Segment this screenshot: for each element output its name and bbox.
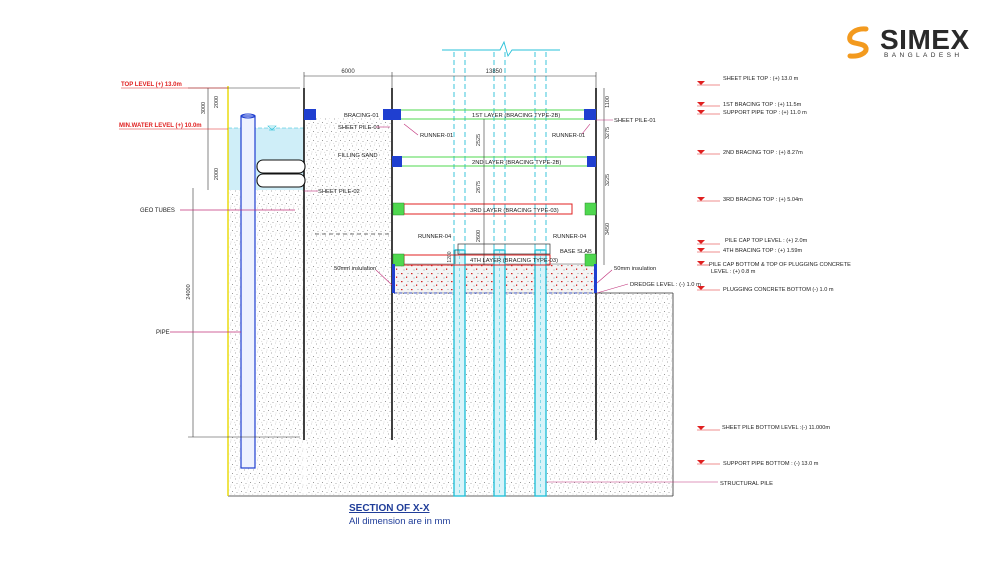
level-plugging-bottom: PLUGGING CONCRETE BOTTOM (-) 1.0 m — [723, 287, 834, 293]
dim-width-left: 6000 — [341, 69, 355, 75]
base-slab-label: BASE SLAB — [560, 249, 592, 255]
runner04-left-label: RUNNER-04 — [418, 234, 452, 240]
level-annotations: SHEET PILE TOP : (+) 13.0 m 1ST BRACING … — [697, 76, 851, 467]
level-pile-cap-bottom-value: LEVEL : (+) 0.8 m — [711, 269, 756, 275]
level-4th-bracing-top: 4TH BRACING TOP : (+) 1.59m — [723, 248, 802, 254]
sheet-pile-01-left-label: SHEET PILE-01 — [338, 125, 380, 131]
brand-logo: SIMEX BANGLADESH — [842, 24, 982, 64]
layer2-label: 2ND LAYER (BRACING TYPE-2B) — [472, 160, 561, 166]
level-3rd-bracing-top: 3RD BRACING TOP : (+) 5.04m — [723, 197, 803, 203]
dim-width-right: 13850 — [486, 69, 503, 75]
level-pile-cap-bottom: PILE CAP BOTTOM & TOP OF PLUGGING CONCRE… — [709, 262, 851, 268]
break-line — [442, 40, 560, 58]
section-note: All dimension are in mm — [349, 516, 451, 527]
layer3-label: 3RD LAYER (BRACING TYPE-03) — [470, 208, 559, 214]
runner04-right-label: RUNNER-04 — [553, 234, 587, 240]
runner01-left-label: RUNNER-01 — [420, 133, 453, 139]
pipe-label: PIPE — [156, 330, 170, 336]
geo-tubes-label: GEO TUBES — [140, 208, 175, 214]
dim-2000-a: 2000 — [214, 96, 220, 108]
sheet-pile-01-right-label: SHEET PILE-01 — [614, 118, 656, 124]
dim-3275: 3275 — [605, 127, 611, 139]
level-1st-bracing-top: 1ST BRACING TOP : (+) 11.5m — [723, 102, 802, 108]
insulation-left-label: 50mm insulation — [334, 266, 376, 272]
inner-annotations: BRACING-01 SHEET PILE-01 FILLING SAND SH… — [304, 113, 773, 487]
dredge-level-label: DREDGE LEVEL : (-) 1.0 m — [630, 282, 701, 288]
dim-2600: 2600 — [476, 230, 482, 242]
structural-pile-label: STRUCTURAL PILE — [720, 481, 773, 487]
level-sheet-pile-top: SHEET PILE TOP : (+) 13.0 m — [723, 76, 799, 82]
layer4-label: 4TH LAYER (BRACING TYPE-03) — [470, 258, 558, 264]
filling-sand-label: FILLING SAND — [338, 153, 378, 159]
sheet-pile-02-label: SHEET PILE-02 — [318, 189, 360, 195]
section-title: SECTION OF X-X — [349, 503, 430, 514]
dim-24000: 24000 — [186, 284, 192, 299]
dim-2525: 2525 — [476, 134, 482, 146]
insulation-right-label: 50mm insulation — [614, 266, 656, 272]
dimensions — [188, 72, 605, 438]
brand-subtitle: BANGLADESH — [884, 52, 963, 59]
layer1-label: 1ST LAYER (BRACING TYPE-2B) — [472, 113, 560, 119]
level-support-pipe-top: SUPPORT PIPE TOP : (+) 11.0 m — [723, 110, 807, 116]
level-2nd-bracing-top: 2ND BRACING TOP : (+) 8.27m — [723, 150, 803, 156]
runner01-right-label: RUNNER-01 — [552, 133, 585, 139]
dim-3225: 3225 — [605, 174, 611, 186]
bracing01-label: BRACING-01 — [344, 113, 379, 119]
dim-3000: 3000 — [201, 102, 207, 114]
dim-2675: 2675 — [476, 181, 482, 193]
support-pipes — [453, 52, 547, 250]
bracing-layers — [304, 109, 597, 293]
structural-piles — [453, 249, 547, 497]
soil-mass — [228, 118, 674, 497]
geo-tubes — [256, 159, 306, 188]
dim-1200: 1200 — [447, 251, 453, 262]
left-annotations: TOP LEVEL (+) 13.0m MIN.WATER LEVEL (+) … — [119, 82, 295, 336]
dim-1100: 1100 — [605, 96, 611, 108]
top-level-label: TOP LEVEL (+) 13.0m — [121, 82, 182, 88]
simex-logo-icon — [847, 26, 869, 59]
left-pipe — [240, 113, 256, 469]
dim-2000-b: 2000 — [214, 168, 220, 180]
level-support-pipe-bottom: SUPPORT PIPE BOTTOM : (-) 13.0 m — [723, 461, 819, 467]
level-pile-cap-top: PILE CAP TOP LEVEL : (+) 2.0m — [725, 238, 808, 244]
brand-name: SIMEX — [880, 24, 970, 55]
dim-3450: 3450 — [605, 223, 611, 235]
level-sheet-pile-bottom: SHEET PILE BOTTOM LEVEL :(-) 11.000m — [722, 425, 830, 431]
water-level-label: MIN.WATER LEVEL (+) 10.0m — [119, 123, 202, 129]
